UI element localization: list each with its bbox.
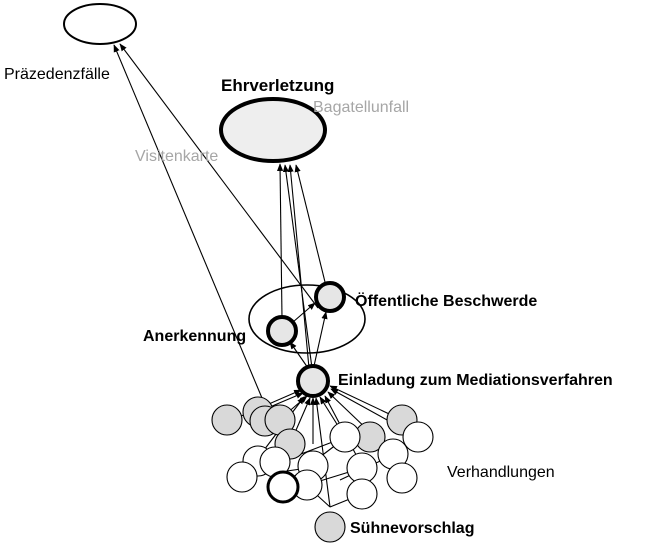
- label-suehnevorschlag: Sühnevorschlag: [350, 520, 474, 537]
- label-praezedenzfaelle: Präzedenzfälle: [4, 66, 110, 83]
- cluster-node-bold: [266, 470, 300, 504]
- group-beschwerde-anerkennung: [248, 284, 366, 354]
- cluster-verhandlungen: [211, 396, 434, 543]
- edge-beschwerde-to-ehrverletzung: [294, 164, 327, 287]
- node-oeffentliche-beschwerde: [314, 281, 346, 313]
- node-praezedenzfaelle: [63, 3, 137, 45]
- cluster-node: [386, 462, 418, 494]
- cluster-node: [329, 421, 361, 453]
- edge-cluster-to-praezedenzfaelle: [113, 44, 263, 399]
- cluster-node: [226, 461, 258, 493]
- edge-einladung-to-ehrverletzung-2: [282, 164, 313, 369]
- edge-anerkennung-to-ehrverletzung: [277, 163, 284, 319]
- node-ehrverletzung: [219, 97, 327, 163]
- label-visitenkarte: Visitenkarte: [135, 148, 218, 165]
- cluster-node: [314, 511, 346, 543]
- label-anerkennung: Anerkennung: [143, 328, 246, 345]
- edge-anerkennung-to-beschwerde: [292, 302, 316, 323]
- cluster-node: [402, 421, 434, 453]
- label-bagatellunfall: Bagatellunfall: [313, 99, 409, 116]
- node-anerkennung: [266, 315, 298, 347]
- edge-einladung-to-beschwerde: [313, 311, 328, 367]
- cluster-node: [211, 404, 243, 436]
- cluster-node: [346, 478, 378, 510]
- label-verhandlungen: Verhandlungen: [447, 464, 555, 481]
- edge-einladung-to-anerkennung: [289, 341, 309, 369]
- edge-cluster-12: [313, 397, 331, 508]
- edge-beschwerde-to-praezedenzfaelle: [119, 43, 319, 309]
- label-ehrverletzung: Ehrverletzung: [221, 76, 334, 95]
- label-oeffentliche-beschwerde: Öffentliche Beschwerde: [355, 291, 537, 310]
- label-einladung: Einladung zum Mediationsverfahren: [338, 372, 613, 389]
- node-einladung: [296, 364, 330, 398]
- edge-einladung-to-ehrverletzung-1: [287, 164, 310, 369]
